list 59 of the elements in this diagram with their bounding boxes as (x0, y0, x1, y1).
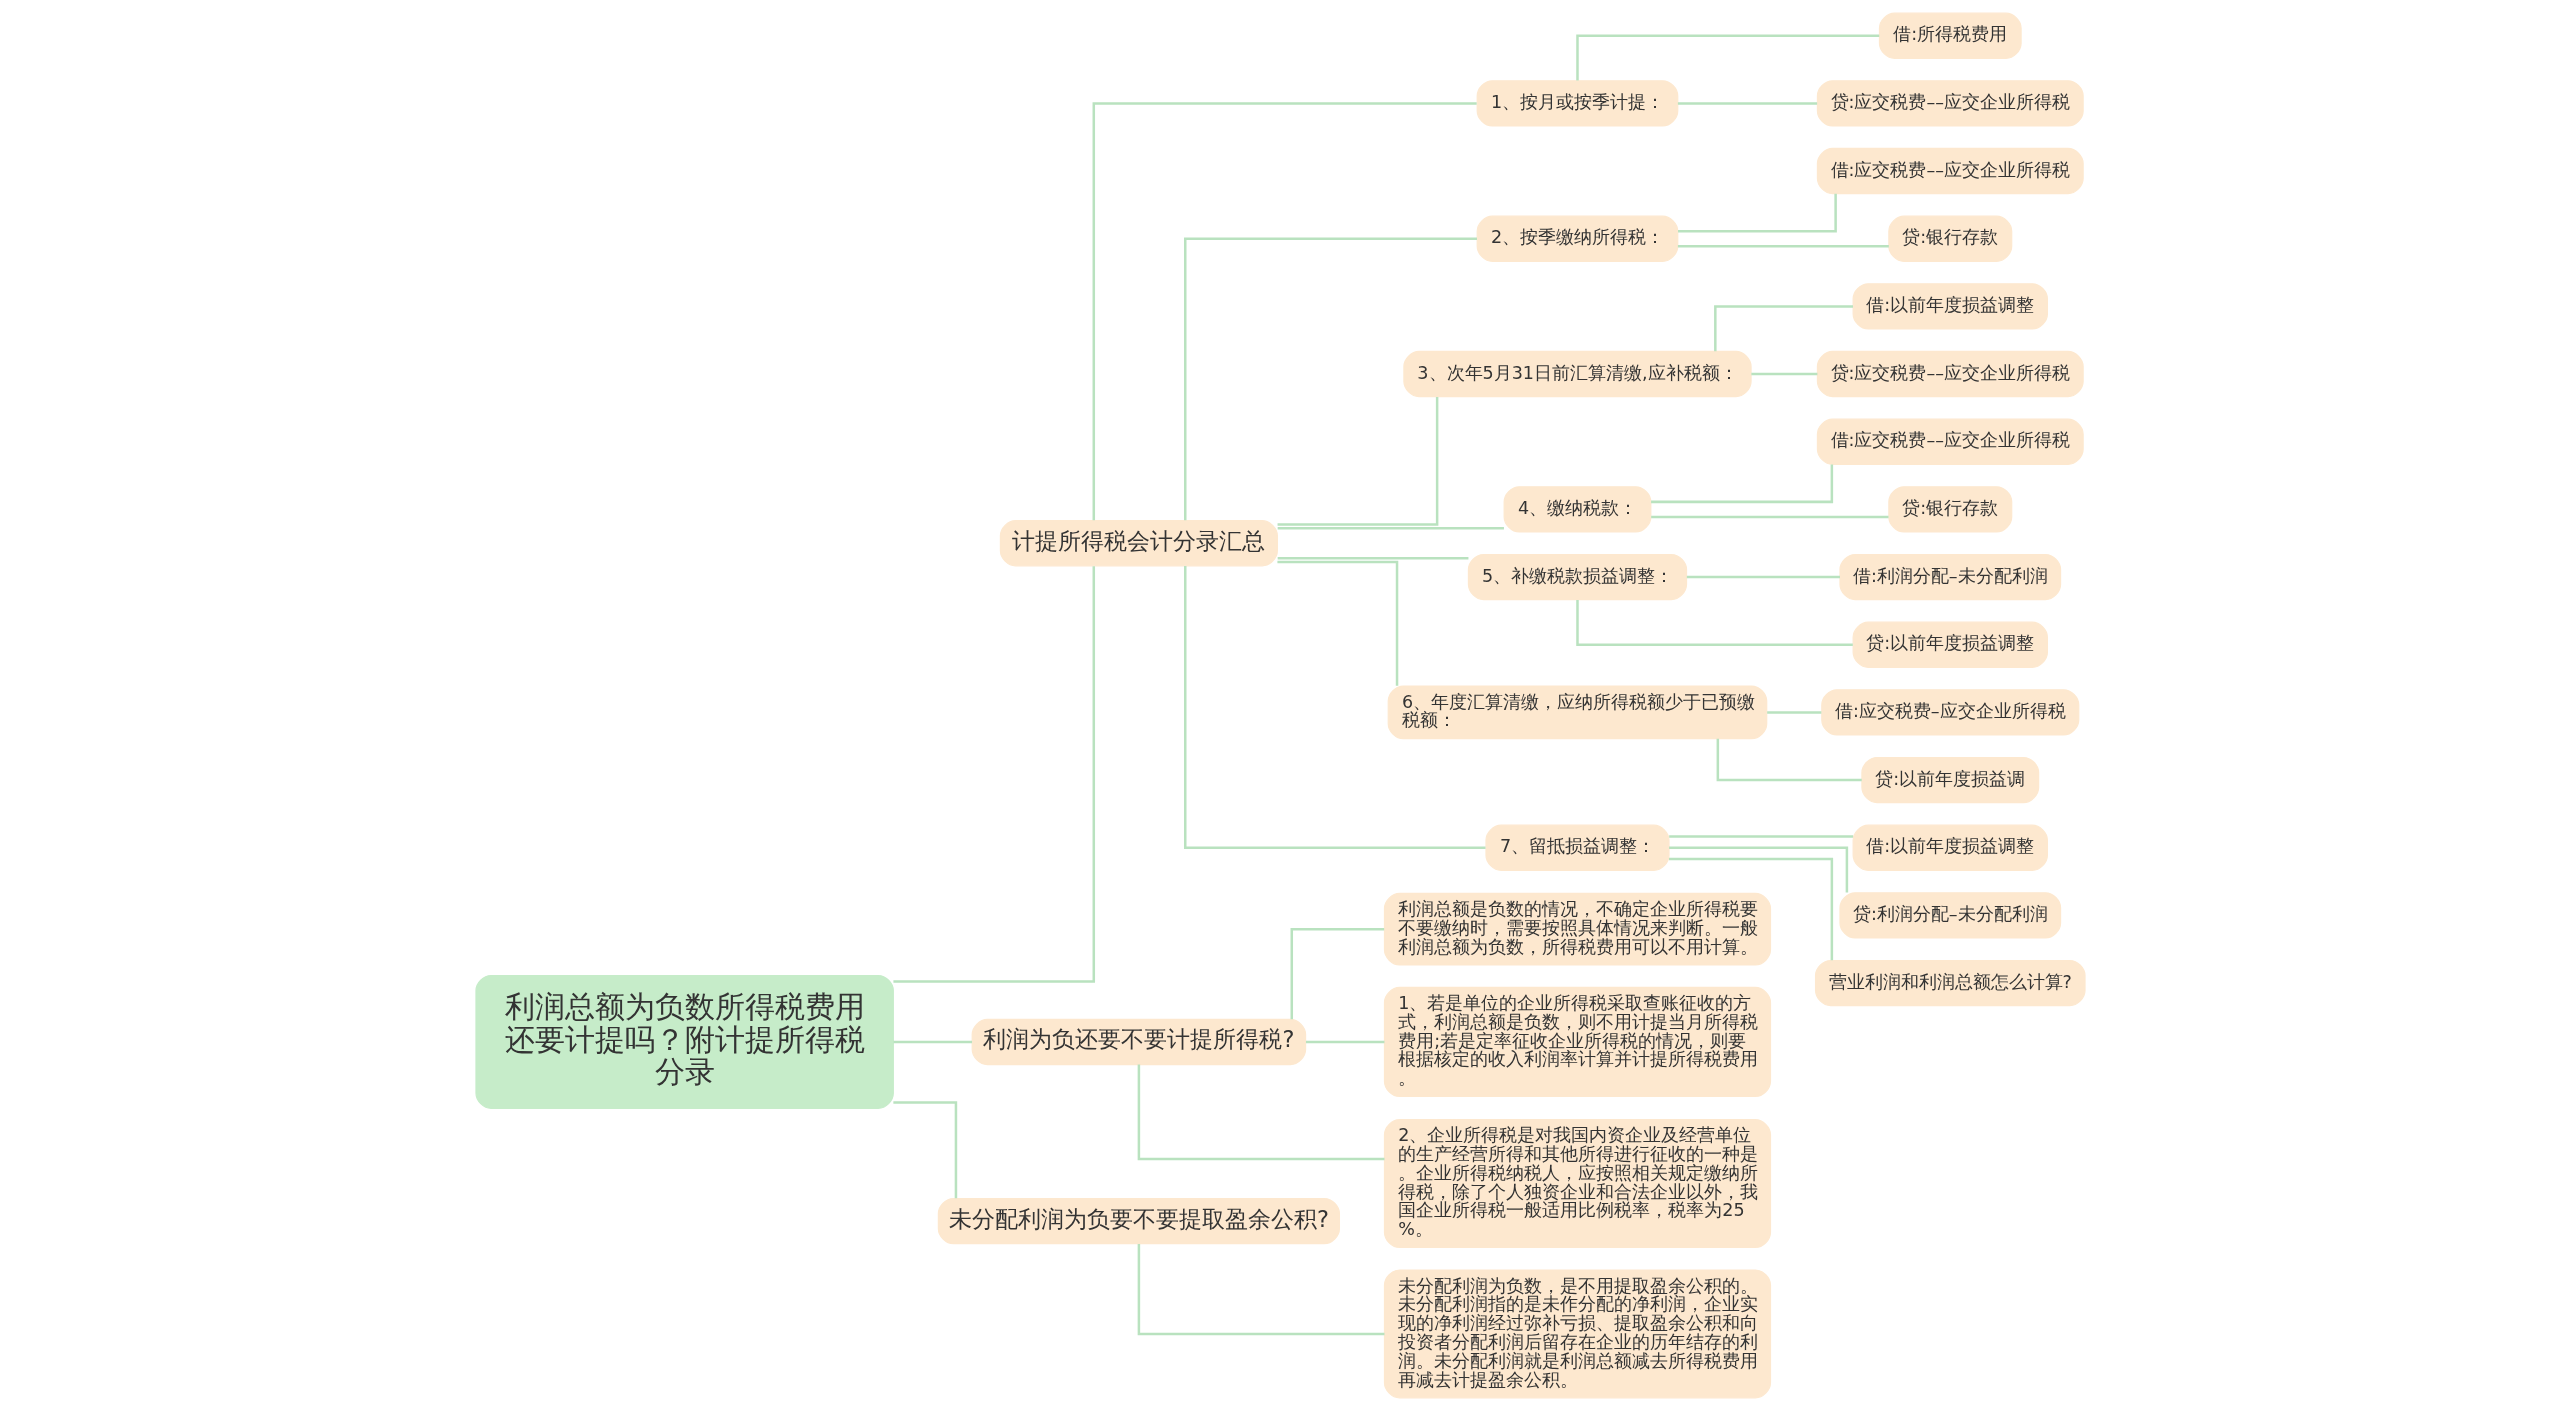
connector (892, 566, 1095, 983)
connector (1713, 305, 1853, 352)
node-box: 2、企业所得税是对我国内资企业及经营单位的生产经营所得和其他所得进行征收的一种是。企业所得税纳税人，应按照相关规定缴纳所得税，除了个人独资企业和合法企业以外，我国企业所得税一般适用比例税率，税率为25%。 (1383, 1119, 1771, 1249)
node-box: 贷:利润分配–未分配利润 (1838, 892, 2061, 939)
node-box: 利润总额是负数的情况，不确定企业所得税要不要缴纳时，需要按照具体情况来判断。一般利润总额为负数，所得税费用可以不用计算。 (1383, 892, 1771, 966)
connector (1668, 835, 1853, 838)
node-box: 1、按月或按季计提： (1476, 80, 1678, 127)
node-box: 营业利润和利润总额怎么计算? (1814, 959, 2086, 1007)
connector (1575, 599, 1853, 646)
node-box: 4、缴纳税款： (1503, 486, 1651, 533)
node-box: 贷:应交税费––应交企业所得税 (1816, 350, 2084, 398)
node-box: 3、次年5月31日前汇算清缴,应补税额： (1402, 350, 1752, 398)
connector (1092, 102, 1477, 521)
connector (1650, 464, 1833, 504)
connector (1716, 738, 1862, 782)
connector (1677, 193, 1837, 233)
node-box: 6、年度汇算清缴，应纳所得税额少于已预缴税额： (1387, 685, 1767, 740)
node-box: 利润总额为负数所得税费用还要计提吗？附计提所得税分录 (474, 974, 894, 1109)
connector (1137, 1064, 1384, 1161)
connector (1277, 557, 1468, 560)
node-box: 贷:银行存款 (1887, 215, 2012, 262)
node-box: 借:所得税费用 (1878, 12, 2022, 59)
connector (1686, 575, 1840, 579)
node-box: 借:以前年度损益调整 (1852, 283, 2048, 330)
connector (1137, 1243, 1384, 1336)
node-box: 贷:以前年度损益调整 (1852, 621, 2048, 668)
connector (893, 1040, 972, 1044)
connector (1677, 102, 1817, 105)
node-box: 借:应交税费–应交企业所得税 (1820, 689, 2079, 736)
node-box: 借:应交税费––应交企业所得税 (1816, 147, 2084, 195)
node-box: 未分配利润为负要不要提取盈余公积? (937, 1197, 1340, 1245)
connector (1183, 237, 1477, 521)
connector (1277, 396, 1438, 526)
node-box: 2、按季缴纳所得税： (1476, 215, 1678, 262)
node-box: 贷:银行存款 (1887, 486, 2012, 533)
connector (1575, 34, 1879, 81)
connector (1750, 372, 1817, 376)
connector (1668, 846, 1848, 893)
node-box: 借:应交税费––应交企业所得税 (1816, 418, 2084, 465)
node-box: 贷:以前年度损益调 (1860, 756, 2039, 804)
node-box: 借:利润分配–未分配利润 (1838, 553, 2061, 601)
connector (1677, 245, 1889, 248)
node-box: 计提所得税会计分录汇总 (999, 520, 1278, 567)
node-box: 贷:应交税费––应交企业所得税 (1816, 80, 2084, 127)
connector (1305, 1040, 1384, 1044)
connector (892, 1101, 957, 1199)
connector (1183, 566, 1486, 849)
connector (1650, 515, 1888, 519)
node-box: 7、留抵损益调整： (1484, 824, 1670, 871)
node-box: 未分配利润为负数，是不用提取盈余公积的。未分配利润指的是未作分配的净利润，企业实现的净利润经过弥补亏损、提取盈余公积和向投资者分配利润后留存在企业的历年结存的利润。未分配利润就是利润总额减去所得税费用再减去计提盈余公积。 (1383, 1269, 1771, 1399)
connector (1276, 560, 1398, 686)
node-box: 借:以前年度损益调整 (1852, 824, 2048, 871)
connector (1290, 927, 1384, 1020)
node-box: 1、若是单位的企业所得税采取查账征收的方式，利润总额是负数，则不用计提当月所得税费用;若是定率征收企业所得税的情况，则要根据核定的收入利润率计算并计提所得税费用。 (1383, 986, 1771, 1098)
connector (1668, 857, 1833, 961)
node-box: 5、补缴税款损益调整： (1467, 553, 1687, 601)
connector (1766, 711, 1821, 714)
connector (1277, 526, 1504, 530)
node-box: 利润为负还要不要计提所得税? (971, 1018, 1306, 1066)
